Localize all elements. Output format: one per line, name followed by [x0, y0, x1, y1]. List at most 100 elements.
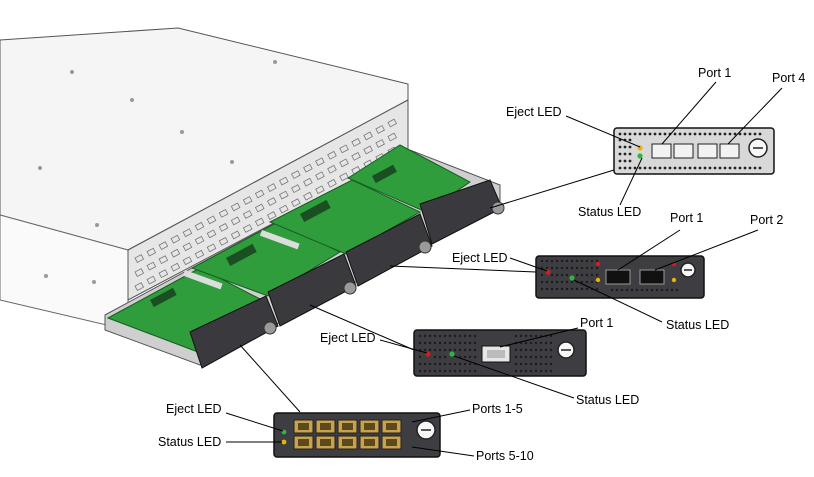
vent-hole	[539, 348, 543, 352]
vent-hole	[625, 288, 629, 292]
board-components	[150, 164, 397, 308]
io-module-boards	[106, 144, 505, 369]
vent-slot	[146, 247, 157, 257]
module-2-vent-holes	[540, 259, 679, 292]
vent-hole	[585, 273, 589, 277]
vent-hole	[418, 341, 422, 345]
vent-hole	[555, 273, 559, 277]
vent-hole	[519, 355, 523, 359]
vent-slot	[303, 191, 313, 201]
vent-hole	[668, 166, 672, 170]
vent-slot	[291, 198, 301, 208]
vent-hole	[438, 369, 442, 373]
vent-hole	[473, 355, 477, 359]
vent-hole	[565, 287, 569, 291]
vent-slot	[327, 178, 337, 188]
vent-hole	[753, 166, 757, 170]
vent-slot	[351, 137, 361, 147]
vent-hole	[514, 362, 518, 366]
vent-hole	[663, 132, 667, 136]
m1-port4-label: Port 4	[772, 71, 805, 85]
vent-slot	[182, 256, 193, 266]
m4-status-label: Status LED	[158, 435, 221, 449]
vent-hole	[438, 341, 442, 345]
vent-hole	[728, 132, 732, 136]
vent-hole	[560, 287, 564, 291]
vent-hole	[428, 334, 432, 338]
vent-hole	[683, 166, 687, 170]
vent-hole	[698, 166, 702, 170]
vent-hole	[670, 288, 674, 292]
m4-ports-bottom-label: Ports 5-10	[476, 449, 534, 463]
vent-hole	[468, 348, 472, 352]
vent-hole	[560, 266, 564, 270]
vent-hole	[534, 369, 538, 373]
vent-slot	[266, 197, 277, 206]
vent-hole	[728, 166, 732, 170]
vent-hole	[623, 166, 627, 170]
vent-hole	[453, 334, 457, 338]
vent-hole	[540, 273, 544, 277]
vent-hole	[473, 369, 477, 373]
vent-slot	[279, 176, 289, 186]
rj45-jack	[386, 439, 397, 446]
vent-hole	[580, 266, 584, 270]
vent-hole	[673, 166, 677, 170]
vent-slot	[218, 222, 229, 232]
vent-hole	[534, 362, 538, 366]
vent-hole	[633, 132, 637, 136]
vent-hole	[433, 362, 437, 366]
vent-hole	[595, 259, 599, 263]
module-3-screw	[557, 341, 575, 359]
vent-hole	[514, 369, 518, 373]
vent-hole	[645, 288, 649, 292]
vent-hole	[623, 159, 627, 163]
module-4-screw	[416, 420, 436, 440]
module-1-vent-holes	[618, 132, 762, 170]
vent-hole	[653, 132, 657, 136]
vent-slot	[266, 211, 277, 220]
vent-hole	[575, 266, 579, 270]
vent-hole	[433, 348, 437, 352]
vent-hole	[585, 266, 589, 270]
vent-slot	[387, 118, 398, 128]
module-leader-lines	[239, 169, 615, 413]
vent-hole	[615, 288, 619, 292]
m2-status-label: Status LED	[666, 318, 729, 332]
vent-hole	[550, 266, 554, 270]
module-3-view: Eject LED Status LED Port 1	[320, 316, 639, 407]
vent-hole	[458, 334, 462, 338]
vent-hole	[524, 369, 528, 373]
vent-hole	[519, 348, 523, 352]
vent-slot	[230, 230, 241, 240]
vent-slot	[375, 139, 385, 148]
rj45-jack	[386, 423, 397, 430]
vent-slot	[327, 164, 337, 174]
vent-hole	[433, 355, 437, 359]
module-2-status-led	[569, 275, 575, 281]
vent-hole	[539, 355, 543, 359]
vent-hole	[529, 348, 533, 352]
vent-hole	[443, 334, 447, 338]
module-4-rj45-ports	[293, 419, 402, 450]
vent-hole	[534, 341, 538, 345]
vent-hole	[575, 259, 579, 263]
module-3-status-led	[449, 351, 455, 357]
vent-hole	[708, 132, 712, 136]
vent-hole	[524, 362, 528, 366]
vent-hole	[678, 132, 682, 136]
vent-slot	[206, 215, 217, 225]
vent-hole	[534, 348, 538, 352]
vent-hole	[423, 348, 427, 352]
vent-hole	[590, 280, 594, 284]
module-2-screw	[680, 262, 696, 278]
vent-hole	[570, 287, 574, 291]
m1-port1-label: Port 1	[698, 66, 731, 80]
vent-hole	[549, 369, 553, 373]
vent-hole	[618, 152, 622, 156]
vent-hole	[618, 166, 622, 170]
vent-hole	[555, 287, 559, 291]
vent-hole	[640, 288, 644, 292]
vent-hole	[423, 334, 427, 338]
vent-hole	[723, 132, 727, 136]
